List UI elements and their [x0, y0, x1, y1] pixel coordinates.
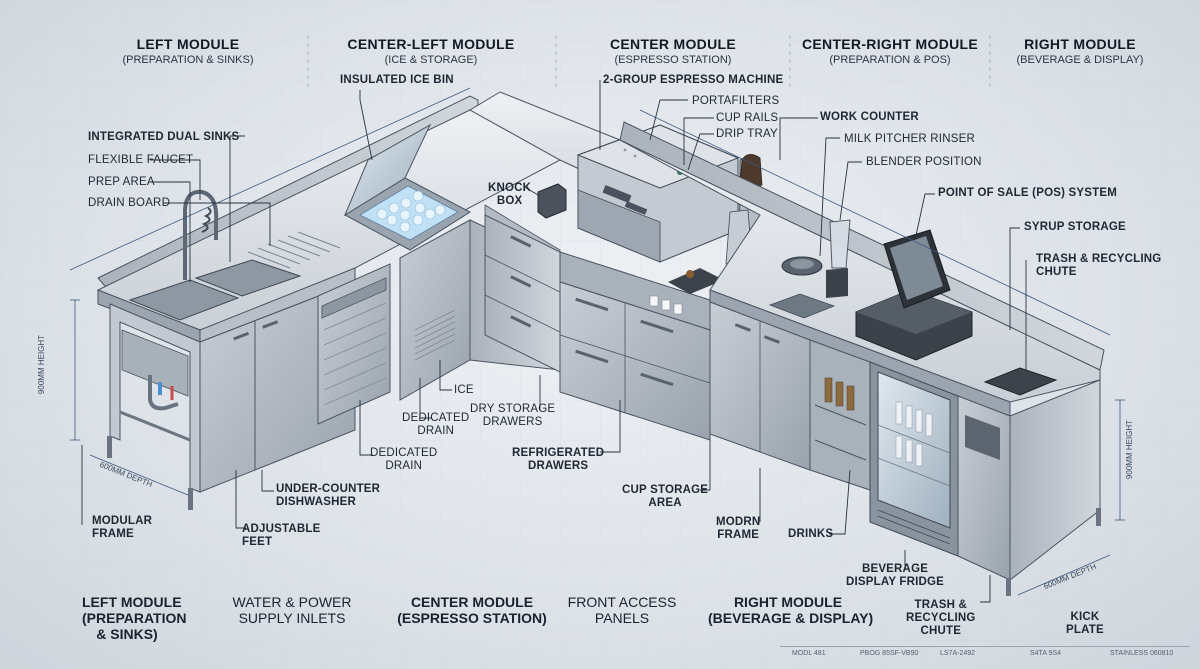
footer-center-module: CENTER MODULE (ESPRESSO STATION): [397, 594, 547, 626]
title-block: [780, 646, 1190, 663]
label-dry-storage-drawers: DRY STORAGE DRAWERS: [470, 403, 556, 428]
label-cup-rails: CUP RAILS: [716, 112, 779, 124]
label-modrn-frame: MODRN FRAME: [716, 516, 761, 541]
label-prep-area: PREP AREA: [88, 176, 155, 188]
label-modular-frame: MODULAR FRAME: [92, 515, 153, 540]
label-refrigerated-drawers: REFRIGERATED DRAWERS: [512, 447, 605, 472]
header-center-module: CENTER MODULE (ESPRESSO STATION): [573, 36, 773, 66]
under-counter-dishwasher: [317, 263, 391, 425]
label-knock-box: KNOCK BOX: [488, 182, 532, 207]
dimension-height-left: 900mm HEIGHT: [37, 334, 47, 395]
label-work-counter: WORK COUNTER: [820, 111, 919, 123]
header-subtitle: (ESPRESSO STATION): [614, 54, 732, 66]
footer-right-module: RIGHT MODULE (BEVERAGE & DISPLAY): [708, 594, 874, 626]
label-milk-pitcher-rinser: MILK PITCHER RINSER: [844, 133, 975, 145]
center-right-module-pos: [619, 121, 1105, 471]
label-adjustable-feet: ADJUSTABLE FEET: [242, 523, 321, 548]
header-center-right-module: CENTER-RIGHT MODULE (PREPARATION & POS): [790, 36, 990, 66]
header-title: LEFT MODULE: [136, 36, 240, 52]
label-pos-system: POINT OF SALE (POS) SYSTEM: [938, 187, 1117, 199]
header-subtitle: (ICE & STORAGE): [384, 54, 478, 66]
label-syrup-storage: SYRUP STORAGE: [1024, 221, 1126, 233]
header-subtitle: (BEVERAGE & DISPLAY): [1016, 54, 1144, 66]
leader-lines: [81, 80, 1027, 603]
label-trash-chute-top: TRASH & RECYCLING CHUTE: [1036, 253, 1162, 278]
header-subtitle: (PREPARATION & POS): [829, 54, 951, 66]
header-left-module: LEFT MODULE (PREPARATION & SINKS): [88, 36, 288, 66]
footer-left-module: LEFT MODULE (PREPARATION & SINKS): [82, 594, 187, 642]
label-ice: ICE: [454, 384, 474, 396]
title-block-cell: STAINLESS 060810: [1110, 650, 1174, 657]
header-title: CENTER-LEFT MODULE: [347, 36, 515, 52]
label-kick-plate: KICK PLATE: [1066, 611, 1104, 636]
title-block-cell: LS7A-2492: [940, 650, 976, 657]
label-insulated-ice-bin: INSULATED ICE BIN: [340, 74, 454, 86]
header-right-module: RIGHT MODULE (BEVERAGE & DISPLAY): [980, 36, 1180, 66]
label-espresso-machine: 2-GROUP ESPRESSO MACHINE: [603, 74, 784, 86]
right-module-beverage: [809, 339, 1101, 596]
title-block-cell: S4TA 9S4: [1030, 650, 1062, 657]
title-block-cell: PBOG 85SF-VB90: [860, 650, 919, 657]
module-dividers: [307, 35, 991, 90]
label-drip-tray: DRIP TRAY: [716, 128, 778, 140]
label-integrated-dual-sinks: INTEGRATED DUAL SINKS: [88, 131, 240, 143]
label-dedicated-drain-2: DEDICATED DRAIN: [370, 447, 438, 472]
label-beverage-display-fridge: BEVERAGE DISPLAY FRIDGE: [846, 563, 945, 588]
dimension-lines: [69, 87, 1125, 596]
label-trash-chute-bottom: TRASH & RECYCLING CHUTE: [906, 599, 976, 637]
footer-front-access: FRONT ACCESS PANELS: [567, 594, 677, 626]
label-drinks: DRINKS: [788, 528, 834, 540]
header-title: CENTER-RIGHT MODULE: [801, 36, 979, 52]
header-subtitle: (PREPARATION & SINKS): [122, 54, 254, 66]
label-under-counter-dishwasher: UNDER-COUNTER DISHWASHER: [276, 483, 381, 508]
header-center-left-module: CENTER-LEFT MODULE (ICE & STORAGE): [331, 36, 531, 66]
label-blender-position: BLENDER POSITION: [866, 156, 982, 168]
footer-water-power: WATER & POWER SUPPLY INLETS: [232, 594, 352, 626]
label-cup-storage-area: CUP STORAGE AREA: [622, 484, 709, 509]
label-portafilters: PORTAFILTERS: [692, 95, 780, 107]
label-drain-board: DRAIN BOARD: [88, 197, 171, 209]
label-dedicated-drain-1: DEDICATED DRAIN: [402, 412, 470, 437]
header-title: RIGHT MODULE: [1024, 36, 1136, 52]
title-block-cell: MODL 481: [792, 650, 826, 657]
left-module-sinks: [96, 95, 562, 510]
header-title: CENTER MODULE: [609, 36, 736, 52]
label-flexible-faucet: FLEXIBLE FAUCET: [88, 154, 194, 166]
dimension-height-right: 900mm HEIGHT: [1125, 419, 1135, 480]
